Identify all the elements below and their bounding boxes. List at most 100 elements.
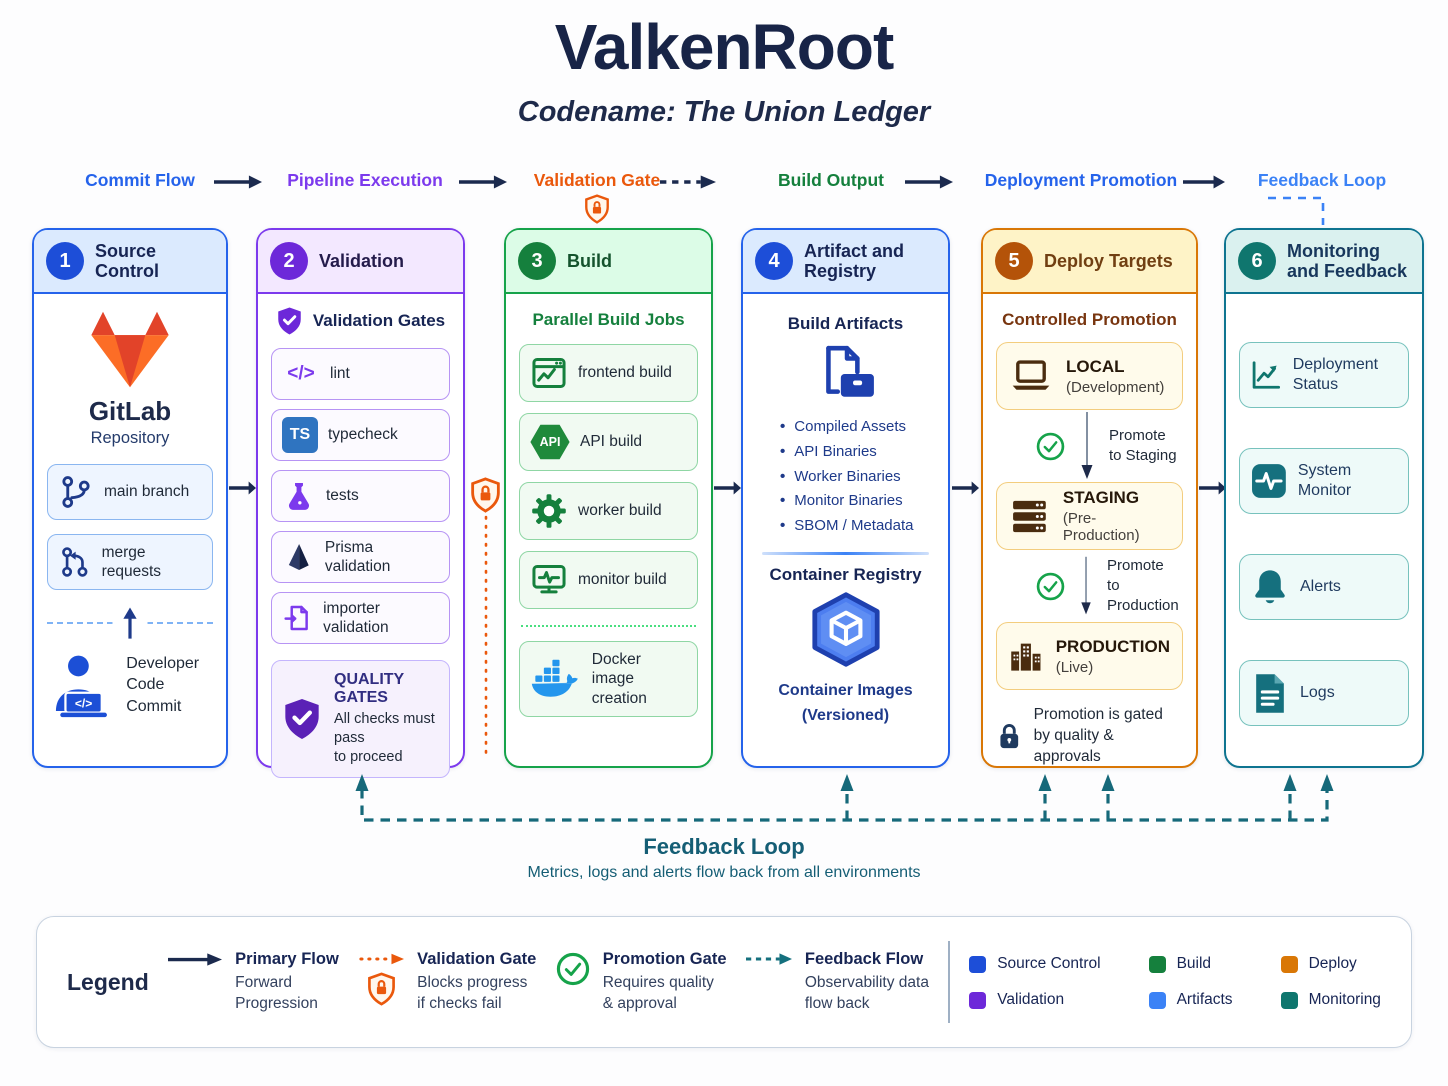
monitoring-item-system-monitor: System Monitor [1239, 448, 1409, 514]
registry-caption-line2: (Versioned) [801, 707, 890, 725]
legend-entry-validation-gate: Validation Gate Blocks progress if check… [358, 950, 536, 1014]
promotion-gated-note: Promotion is gated by quality & approval… [996, 705, 1183, 768]
flow-arrow-icon [905, 174, 953, 190]
artifact-file-icon [825, 345, 874, 397]
page-subtitle: Codename: The Union Ledger [517, 96, 931, 128]
column-title: Validation [319, 250, 405, 271]
promotion-label-line1: Promote [1109, 426, 1166, 444]
item-label: monitor build [578, 571, 667, 589]
column-arrow-icon [952, 480, 979, 496]
legend-entry-desc: if checks fail [417, 994, 502, 1012]
column-title: Monitoring and Feedback [1287, 240, 1408, 281]
validation-gates-header: Validation Gates [271, 306, 450, 336]
monitoring-item-deployment-status: Deployment Status [1239, 342, 1409, 408]
legend-entry-desc: Blocks progress [417, 974, 528, 992]
quality-gates-desc-line2: to proceed [334, 748, 403, 765]
flow-arrow-icon [1183, 174, 1225, 190]
server-stack-icon [1013, 500, 1046, 532]
chart-up-icon [1252, 361, 1281, 389]
monitoring-item-logs: Logs [1239, 660, 1409, 726]
promotion-step-staging: Promote to Staging [996, 410, 1183, 482]
env-production: PRODUCTION (Live) [996, 622, 1183, 690]
check-circle-icon [1036, 432, 1065, 461]
developer-caption-line1: Developer [126, 654, 200, 672]
column-source-control: 1 Source Control GitLab Repository main [32, 228, 228, 768]
container-hexagon-icon [811, 592, 880, 667]
docker-label-line2: creation [591, 689, 647, 707]
env-local: LOCAL (Development) [996, 342, 1183, 410]
item-label: lint [330, 365, 350, 383]
item-label: tests [326, 487, 359, 505]
monitor-icon [532, 565, 566, 594]
step-number-badge: 1 [46, 242, 84, 280]
feedback-loop-title: Feedback Loop [643, 834, 805, 859]
quality-gates-box: QUALITY GATES All checks must pass to pr… [271, 660, 450, 778]
commit-up-arrow-icon [112, 607, 148, 645]
developer-caption-line2: Code Commit [126, 676, 182, 715]
check-circle-icon [556, 952, 590, 986]
page-title: ValkenRoot [554, 11, 895, 83]
build-item-docker: Docker image creation [519, 641, 698, 717]
column-title: Build [567, 250, 612, 271]
column-artifacts: 4 Artifact and Registry Build Artifacts … [741, 228, 950, 768]
item-label: importer validation [323, 599, 389, 636]
column-header: 5 Deploy Targets [983, 230, 1196, 294]
build-item-api: API API build [519, 413, 698, 471]
item-label: Prisma validation [324, 538, 391, 575]
env-name: PRODUCTION [1055, 636, 1170, 656]
swatch-label: Build [1176, 955, 1212, 972]
item-label: System Monitor [1297, 462, 1352, 499]
swatch-build: Build [1148, 955, 1233, 973]
legend-entry-desc: & approval [602, 994, 677, 1012]
artifact-bullet: API Binaries [780, 442, 935, 462]
registry-title: Container Registry [769, 565, 922, 585]
shield-check-icon [276, 306, 303, 336]
flow-label-build-output: Build Output [778, 170, 884, 190]
typescript-icon: TS [282, 417, 318, 453]
legend: Legend Primary Flow Forward Progression … [36, 916, 1412, 1048]
legend-entry-desc: Progression [235, 994, 318, 1012]
artifact-bullet: Monitor Binaries [780, 491, 935, 511]
legend-divider [948, 941, 950, 1023]
merge-request-icon [62, 547, 88, 577]
column-deploy: 5 Deploy Targets Controlled Promotion LO… [981, 228, 1198, 768]
legend-entry-label: Feedback Flow [804, 950, 924, 969]
lock-icon [1000, 723, 1019, 749]
swatch-label: Source Control [997, 955, 1101, 972]
swatch-label: Deploy [1308, 955, 1357, 972]
swatch-source-control: Source Control [969, 955, 1101, 973]
build-item-monitor: monitor build [519, 551, 698, 609]
code-icon: </> [287, 363, 315, 384]
color-swatch [1148, 955, 1166, 973]
promotion-step-production: Promote to Production [996, 550, 1183, 622]
down-arrow-icon [1081, 556, 1091, 615]
repo-provider-subtitle: Repository [90, 429, 170, 447]
gated-note-line1: Promotion is gated [1033, 706, 1163, 723]
promotion-label: Promote to Production [1107, 556, 1183, 617]
legend-title: Legend [67, 968, 149, 995]
developer-icon: </> [55, 655, 107, 718]
api-hexagon-icon: API [530, 424, 570, 460]
pulse-square-icon [1252, 464, 1286, 498]
docker-label-line1: Docker image [591, 650, 641, 688]
buildings-icon [1011, 643, 1041, 671]
check-circle-icon [1036, 572, 1065, 601]
registry-caption-line1: Container Images [778, 682, 913, 700]
source-item-merge-requests: merge requests [47, 534, 213, 590]
build-item-frontend: frontend build [519, 344, 698, 402]
color-swatch [969, 955, 987, 973]
env-name: LOCAL [1066, 356, 1125, 376]
flow-arrow-icon [214, 174, 262, 190]
section-title: Controlled Promotion [1002, 310, 1177, 329]
registry-divider [762, 552, 929, 556]
column-validation: 2 Validation Validation Gates </> lint T… [256, 228, 465, 778]
laptop-icon [1012, 360, 1050, 390]
env-name: STAGING [1062, 488, 1140, 507]
flow-label-commit: Commit Flow [85, 170, 195, 190]
pipeline-gate-shield-icon [470, 477, 501, 513]
section-title: Build Artifacts [787, 314, 904, 333]
gated-note-line2: by quality & approvals [1033, 726, 1114, 765]
legend-entry-label: Promotion Gate [602, 950, 727, 969]
step-number-badge: 6 [1238, 242, 1276, 280]
repo-provider-name: GitLab [88, 396, 172, 426]
